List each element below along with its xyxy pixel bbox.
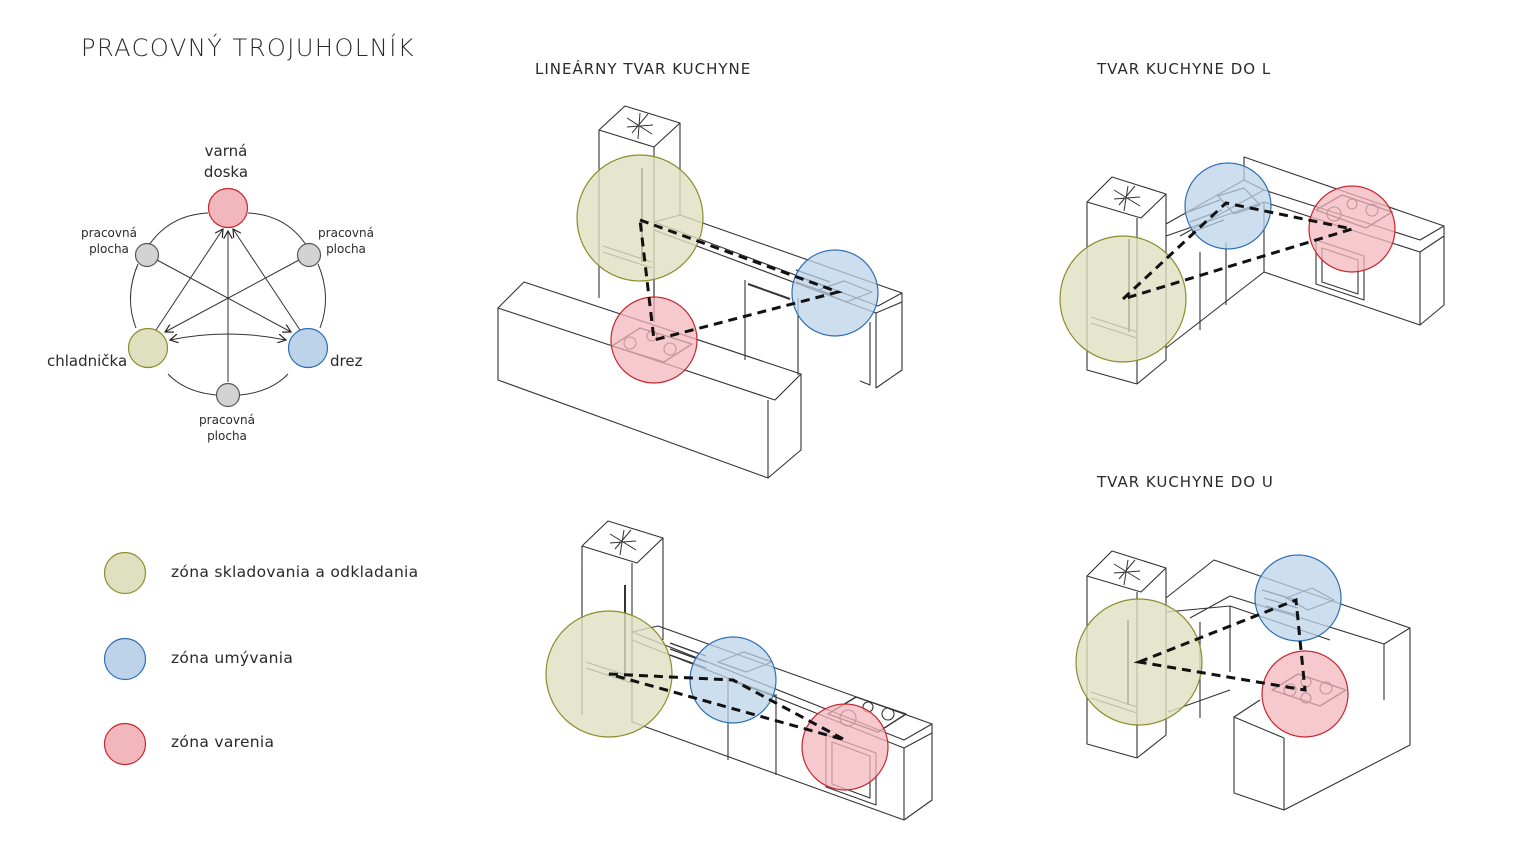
work-path-linear (638, 217, 844, 342)
page-title: PRACOVNÝ TROJUHOLNÍK (81, 34, 416, 62)
arrow-sink-to-hob (233, 229, 301, 331)
legend-swatch-washing (103, 637, 147, 681)
back-counter (653, 214, 903, 389)
hob-node (207, 187, 249, 229)
triangle-arc-left-top (146, 212, 209, 249)
fan-icon (609, 529, 637, 556)
worktop-node-right (296, 242, 322, 268)
triangle-arc-left (129, 263, 139, 329)
cooking-zone-single (801, 703, 889, 791)
worktop-label-left: pracovná plocha (76, 225, 142, 257)
connector-left-worktop-to-sink (156, 259, 291, 332)
triangle-arc-bottom-left (167, 373, 217, 396)
worktop-label-right-line2: plocha (326, 242, 366, 256)
cooking-zone-linear (610, 296, 698, 384)
sink-node (287, 327, 329, 369)
worktop-node-left (134, 242, 160, 268)
washing-zone-u (1254, 554, 1342, 642)
connector-right-worktop-to-fridge (165, 259, 300, 332)
cooking-zone-u (1261, 650, 1349, 738)
counter (631, 625, 933, 821)
legend-swatch-storage (103, 551, 147, 595)
u-kitchen-title: TVAR KUCHYNE DO U (1097, 473, 1274, 491)
worktop-label-bottom-line2: plocha (207, 429, 247, 443)
worktop-node-bottom (215, 382, 241, 408)
triangle-arc-bottom-right (239, 373, 289, 396)
counter-right-arm (1243, 156, 1445, 326)
arrow-fridge-sink (170, 333, 286, 340)
arrow-fridge-to-hob (155, 229, 223, 331)
worktop-label-left-line2: plocha (89, 242, 129, 256)
work-path-u (1133, 597, 1307, 692)
hob-label-line2: doska (203, 163, 249, 181)
washing-zone-l (1184, 162, 1272, 250)
linear-kitchen-title: LINEÁRNY TVAR KUCHYNE (535, 60, 752, 78)
worktop-label-left-line1: pracovná (81, 226, 137, 240)
hob-label: varná doska (196, 141, 256, 183)
legend-label-washing: zóna umývania (171, 649, 294, 667)
fridge-label: chladnička (47, 352, 128, 370)
work-path-single (608, 672, 846, 742)
fridge-unit (1086, 550, 1167, 759)
worktop-label-right: pracovná plocha (313, 225, 379, 257)
worktop-label-bottom: pracovná plocha (194, 412, 260, 444)
cooking-zone-l (1308, 185, 1396, 273)
fan-icon (1113, 185, 1141, 212)
legend-label-storage: zóna skladovania a odkladania (171, 563, 419, 581)
legend-swatch-cooking (103, 722, 147, 766)
storage-zone-linear (576, 154, 704, 282)
fridge-node (127, 327, 169, 369)
hob-label-line1: varná (204, 142, 248, 160)
fan-icon (1113, 559, 1141, 586)
fan-icon (626, 112, 654, 140)
sink-label: drez (330, 352, 363, 370)
l-kitchen-title: TVAR KUCHYNE DO L (1097, 60, 1272, 78)
worktop-label-right-line1: pracovná (318, 226, 374, 240)
triangle-arc-right-top (247, 212, 309, 249)
work-triangle-diagram (129, 212, 327, 396)
fridge-unit (1086, 176, 1167, 385)
triangle-arc-right (317, 263, 327, 329)
legend-label-cooking: zóna varenia (171, 733, 275, 751)
counter-right-arm (1233, 628, 1411, 811)
worktop-label-bottom-line1: pracovná (199, 413, 255, 427)
